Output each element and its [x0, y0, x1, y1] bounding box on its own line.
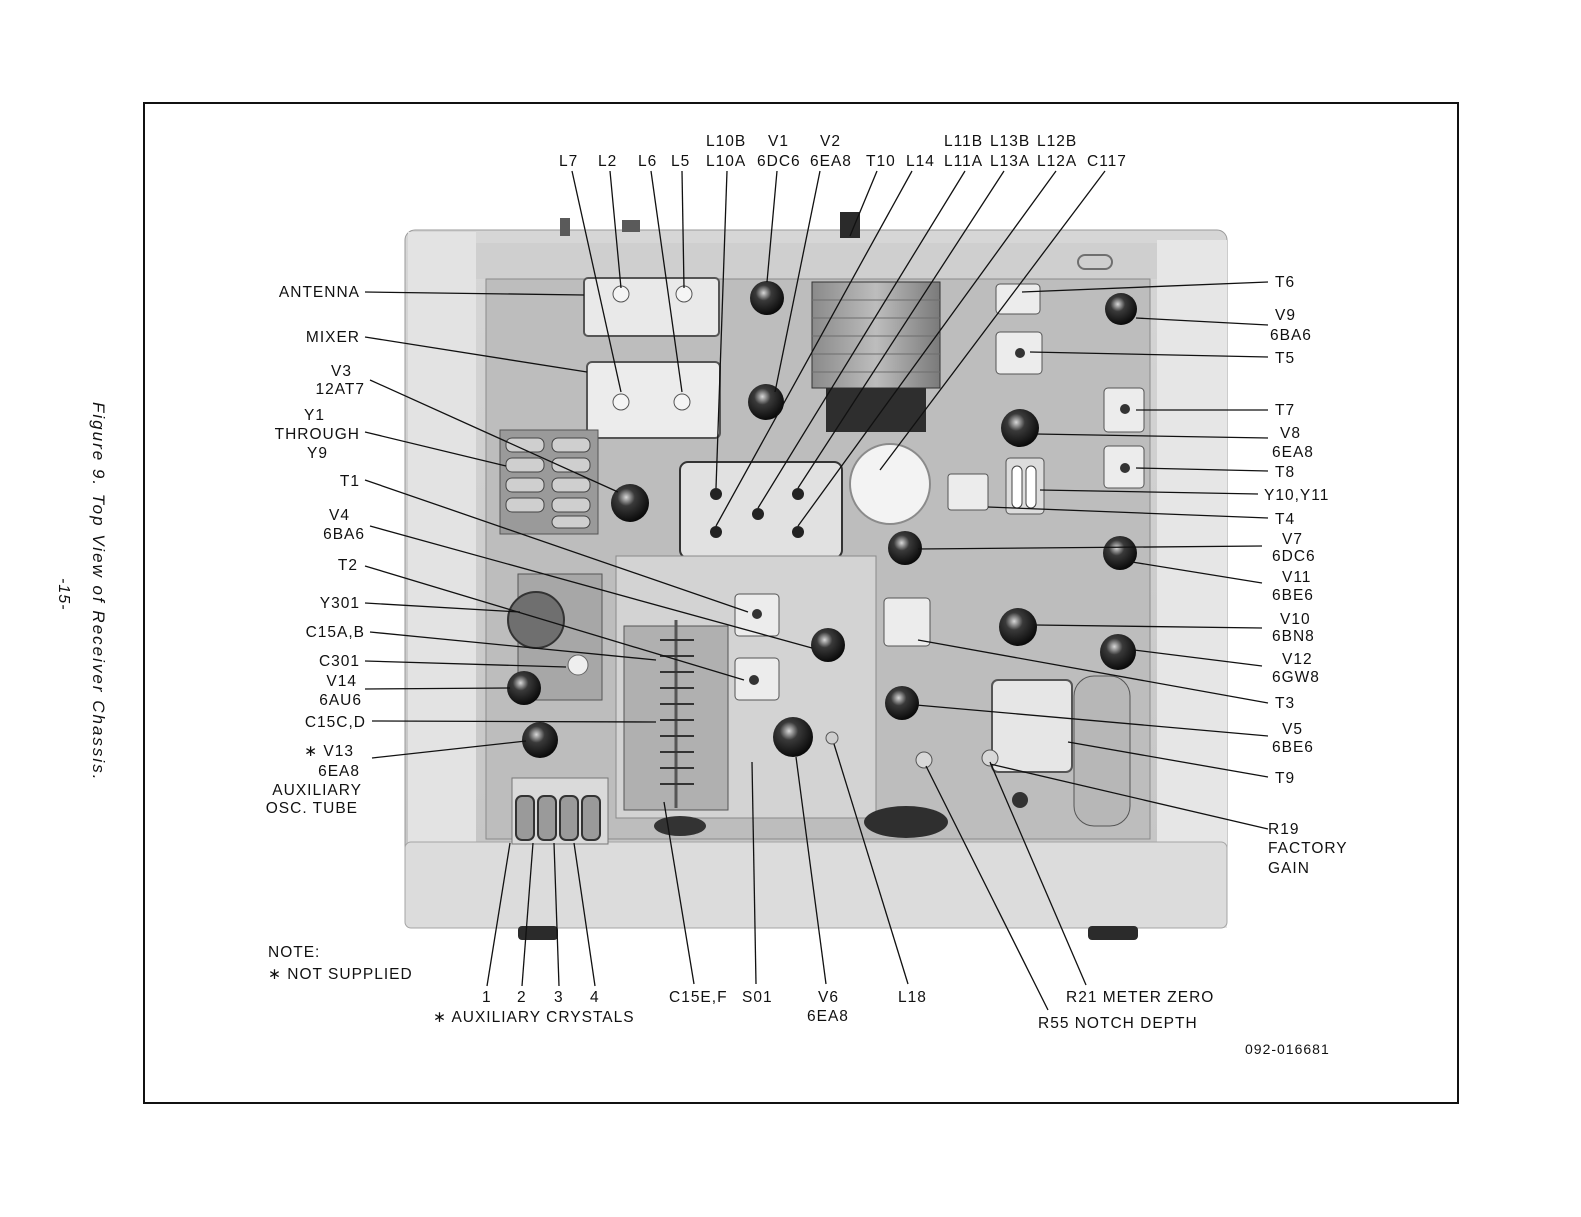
callout-label: 6GW8 — [1272, 669, 1320, 686]
callout-label: T4 — [1275, 511, 1295, 528]
callout-label: T2 — [338, 557, 358, 574]
figure-caption: Figure 9. Top View of Receiver Chassis. — [89, 402, 108, 782]
callout-label: R55 NOTCH DEPTH — [1038, 1015, 1198, 1032]
callout-label: S01 — [742, 989, 773, 1006]
callout-label: V11 — [1282, 569, 1311, 586]
callout-label: V2 — [820, 133, 841, 150]
callout-label: MIXER — [306, 329, 360, 346]
callout-label: 3 — [554, 989, 564, 1006]
callout-label: C15C,D — [305, 714, 366, 731]
callout-label: 6DC6 — [1272, 548, 1316, 565]
callout-label: L12B — [1037, 133, 1077, 150]
callout-label: Y10,Y11 — [1264, 487, 1329, 504]
callout-label: R21 METER ZERO — [1066, 989, 1214, 1006]
callout-label: V1 — [768, 133, 789, 150]
callout-label: L11A — [944, 153, 983, 170]
leader-lines — [364, 170, 1269, 1011]
callout-label: R19 — [1268, 821, 1299, 838]
callout-label: ANTENNA — [279, 284, 360, 301]
callout-label: V12 — [1282, 651, 1313, 668]
callout-label: L13B — [990, 133, 1030, 150]
callout-label: 2 — [517, 989, 527, 1006]
callout-label: L2 — [598, 153, 617, 170]
callout-label: V3 — [331, 363, 352, 380]
callout-label: T3 — [1275, 695, 1295, 712]
callout-label: 12AT7 — [315, 381, 365, 398]
callout-labels: L7 L2 L6 L5 L10B L10A V1 6DC6 V2 6EA8 T1… — [266, 133, 1348, 1032]
callout-label: L10A — [706, 153, 746, 170]
callout-label: 6EA8 — [1272, 444, 1314, 461]
callout-label: 6DC6 — [757, 153, 801, 170]
callout-label: C15E,F — [669, 989, 728, 1006]
callout-label: 6BN8 — [1272, 628, 1315, 645]
callout-label: 6EA8 — [810, 153, 852, 170]
callout-label: 6BA6 — [323, 526, 365, 543]
callout-label: Y301 — [320, 595, 360, 612]
callout-label: Y9 — [307, 445, 328, 462]
note-title: NOTE: — [268, 944, 320, 961]
callout-label: 6EA8 — [807, 1008, 849, 1025]
callout-label: V6 — [818, 989, 839, 1006]
page-number: -15- — [55, 578, 72, 611]
callout-label: C15A,B — [306, 624, 365, 641]
callout-label: GAIN — [1268, 860, 1310, 877]
callout-label: L7 — [559, 153, 578, 170]
callout-label: 4 — [590, 989, 600, 1006]
callout-label: 6AU6 — [319, 692, 362, 709]
callout-label: 1 — [482, 989, 492, 1006]
note-text: ∗ NOT SUPPLIED — [268, 966, 413, 983]
callout-label: L18 — [898, 989, 927, 1006]
callout-label: V4 — [329, 507, 350, 524]
callout-label: T5 — [1275, 350, 1295, 367]
callout-label: AUXILIARY — [272, 782, 362, 799]
callout-label: FACTORY — [1268, 840, 1348, 857]
chassis-photo — [404, 212, 1228, 940]
part-number: 092-016681 — [1245, 1041, 1330, 1057]
callout-label: L11B — [944, 133, 983, 150]
callout-label: V7 — [1282, 531, 1303, 548]
callout-label: V9 — [1275, 307, 1296, 324]
callout-label: V10 — [1280, 611, 1311, 628]
callout-label: ∗ AUXILIARY CRYSTALS — [433, 1009, 635, 1026]
callout-label: T10 — [866, 153, 896, 170]
callout-label: T7 — [1275, 402, 1295, 419]
callout-label: L14 — [906, 153, 935, 170]
callout-label: THROUGH — [275, 426, 360, 443]
callout-label: V5 — [1282, 721, 1303, 738]
callout-label: T9 — [1275, 770, 1295, 787]
callout-label: L10B — [706, 133, 746, 150]
callout-label: V14 — [326, 673, 357, 690]
callout-label: T1 — [340, 473, 360, 490]
callout-label: ∗ V13 — [304, 743, 354, 760]
callout-label: L12A — [1037, 153, 1077, 170]
callout-label: Y1 — [304, 407, 325, 424]
callout-label: C117 — [1087, 153, 1127, 170]
callout-label: L13A — [990, 153, 1030, 170]
figure-frame — [143, 102, 1459, 1104]
callout-label: L6 — [638, 153, 657, 170]
callout-label: 6BE6 — [1272, 587, 1314, 604]
callout-label: 6BE6 — [1272, 739, 1314, 756]
callout-label: OSC. TUBE — [266, 800, 358, 817]
callout-label: V8 — [1280, 425, 1301, 442]
callout-label: 6BA6 — [1270, 327, 1312, 344]
callout-label: T6 — [1275, 274, 1295, 291]
callout-label: 6EA8 — [318, 763, 360, 780]
callout-label: L5 — [671, 153, 690, 170]
callout-label: C301 — [319, 653, 360, 670]
callout-label: T8 — [1275, 464, 1295, 481]
